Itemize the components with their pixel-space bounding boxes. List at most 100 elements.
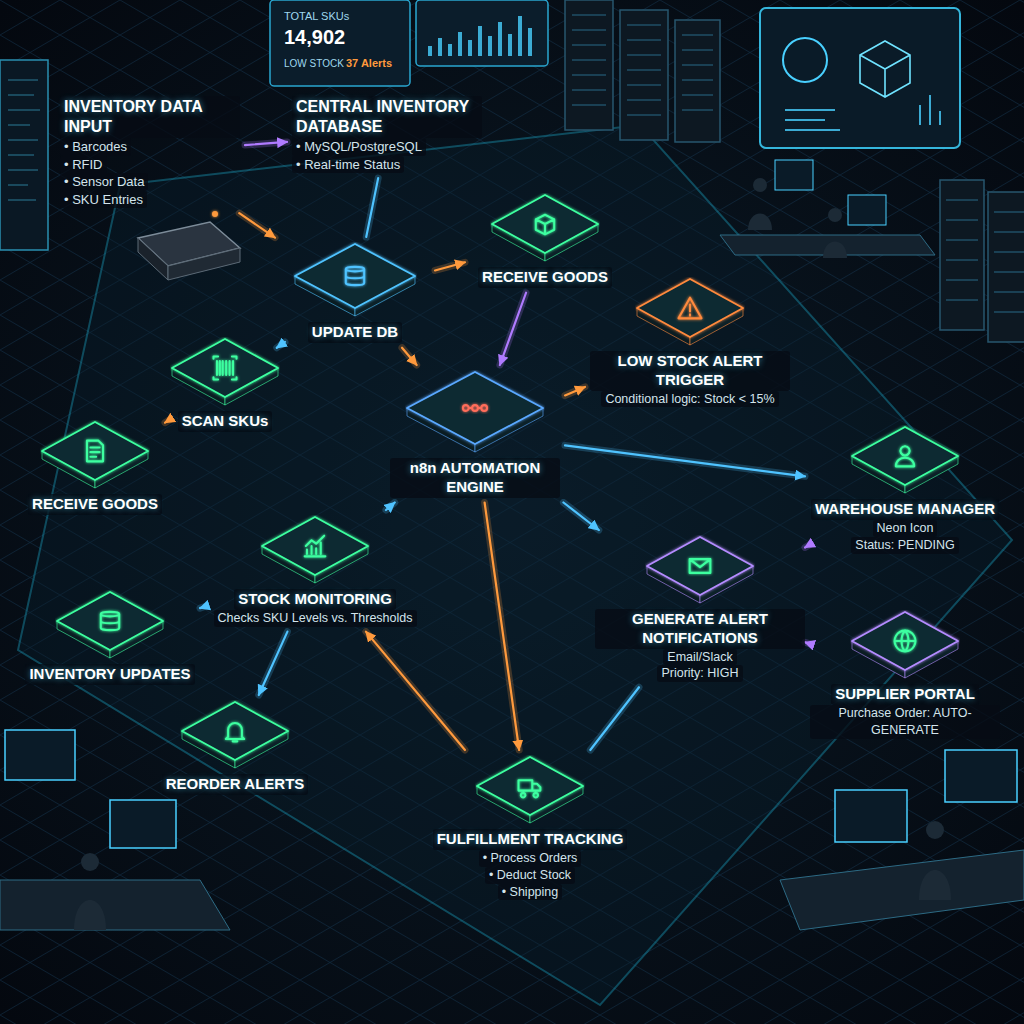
- tile-icon: [690, 559, 711, 573]
- node-detail: Status: PENDING: [851, 537, 958, 554]
- connector-glow: [366, 632, 465, 750]
- connector: [805, 545, 810, 548]
- connector-glow: [565, 387, 585, 396]
- connector-glow: [805, 642, 810, 644]
- scanner-light: [212, 211, 218, 217]
- process-tile: REORDER ALERTS: [160, 700, 310, 795]
- tile-icon: [214, 357, 237, 380]
- desk-monitor: [110, 800, 176, 848]
- tile-icon: [536, 215, 554, 235]
- connector-glow: [563, 503, 598, 531]
- tile-icon: [896, 446, 914, 466]
- connector: [805, 642, 810, 644]
- desk-monitor: [835, 790, 907, 842]
- display-frame: [760, 8, 960, 148]
- connector: [402, 348, 417, 365]
- connector: [200, 607, 205, 609]
- connector-line: [259, 632, 288, 695]
- tile-top: [492, 195, 598, 253]
- connector-glow: [245, 142, 287, 145]
- desk-monitor: [945, 750, 1017, 802]
- server-rack: [675, 20, 720, 142]
- process-tile: RECEIVE GOODS: [470, 193, 620, 288]
- screen-label: LOW STOCK: [284, 58, 344, 69]
- connector-glow: [500, 293, 526, 365]
- tile-top: [42, 422, 148, 480]
- node-title: FULFILLMENT TRACKING: [433, 829, 628, 850]
- person-body: [74, 900, 106, 930]
- person-body: [823, 242, 847, 259]
- connector: [565, 387, 585, 396]
- connector-line: [200, 607, 205, 609]
- node-tile: [293, 242, 417, 318]
- person-head: [926, 821, 944, 839]
- connector-line: [435, 262, 465, 270]
- tile-top: [852, 612, 958, 670]
- screen-label: 14,902: [284, 26, 345, 49]
- connector: [485, 503, 520, 751]
- node-detail: • Real-time Status: [292, 156, 404, 174]
- node-tile: [475, 755, 585, 825]
- connector: [277, 342, 285, 348]
- display-bars: [785, 95, 940, 130]
- desk-monitor: [775, 160, 813, 190]
- node-detail: Email/Slack: [663, 649, 736, 666]
- server-rack: [565, 0, 613, 130]
- connector-line: [245, 142, 287, 145]
- tile-icon: [305, 536, 326, 557]
- node-title: WAREHOUSE MANAGER: [811, 499, 999, 520]
- node-title: INVENTORY DATA INPUT: [60, 96, 240, 138]
- scanner-side: [138, 238, 168, 280]
- connector: [386, 503, 395, 511]
- node-tile: [490, 193, 600, 263]
- node-title: CENTRAL INVENTORY DATABASE: [292, 96, 482, 138]
- connector-glow: [565, 445, 805, 476]
- connector-line: [277, 342, 285, 348]
- connector-glow: [366, 178, 378, 237]
- tile-top: [172, 339, 278, 397]
- server-rack: [988, 192, 1024, 342]
- node-detail: • Sensor Data: [60, 173, 148, 191]
- tile-top: [295, 244, 415, 308]
- connector-glow: [165, 419, 170, 422]
- connector-line: [239, 213, 275, 237]
- connector-glow: [805, 545, 810, 548]
- node-title: INVENTORY UPDATES: [25, 664, 194, 685]
- tile-top: [637, 279, 743, 337]
- scanner-device: [138, 211, 240, 280]
- bar-chart: [430, 16, 530, 56]
- screen-label: TOTAL SKUs: [284, 10, 349, 22]
- server-rack: [940, 180, 984, 330]
- node-tile: [850, 425, 960, 495]
- node-title: n8n AUTOMATION ENGINE: [390, 458, 560, 498]
- node-title: SUPPLIER PORTAL: [831, 684, 979, 705]
- connector: [245, 142, 287, 145]
- connector-glow: [200, 607, 205, 609]
- tile-icon: [463, 405, 487, 411]
- big-display: [760, 8, 960, 148]
- node-detail: Neon Icon: [873, 520, 938, 537]
- tile-icon: [87, 441, 103, 462]
- tile-icon: [346, 267, 364, 285]
- side-monitor: [0, 60, 48, 250]
- text-block-node: INVENTORY DATA INPUT• Barcodes• RFID• Se…: [60, 96, 240, 208]
- process-tile: LOW STOCK ALERT TRIGGERConditional logic…: [590, 277, 790, 407]
- connector-line: [565, 445, 805, 476]
- person-body: [748, 214, 772, 231]
- connector: [366, 632, 465, 750]
- process-tile: RECEIVE GOODS: [25, 420, 165, 515]
- person-head: [828, 208, 842, 222]
- tile-icon: [519, 780, 541, 797]
- node-tile: [40, 420, 150, 490]
- tile-top: [262, 517, 368, 575]
- process-tile: SCAN SKUs: [170, 337, 280, 432]
- display-cube: [860, 41, 910, 97]
- desk-top-right: [720, 160, 935, 258]
- node-detail: • Process Orders: [479, 850, 582, 867]
- connector-line: [590, 687, 639, 750]
- process-tile: SUPPLIER PORTALPurchase Order: AUTO-GENE…: [810, 610, 1000, 739]
- server-rack: [620, 10, 668, 140]
- server-racks: [565, 0, 1024, 342]
